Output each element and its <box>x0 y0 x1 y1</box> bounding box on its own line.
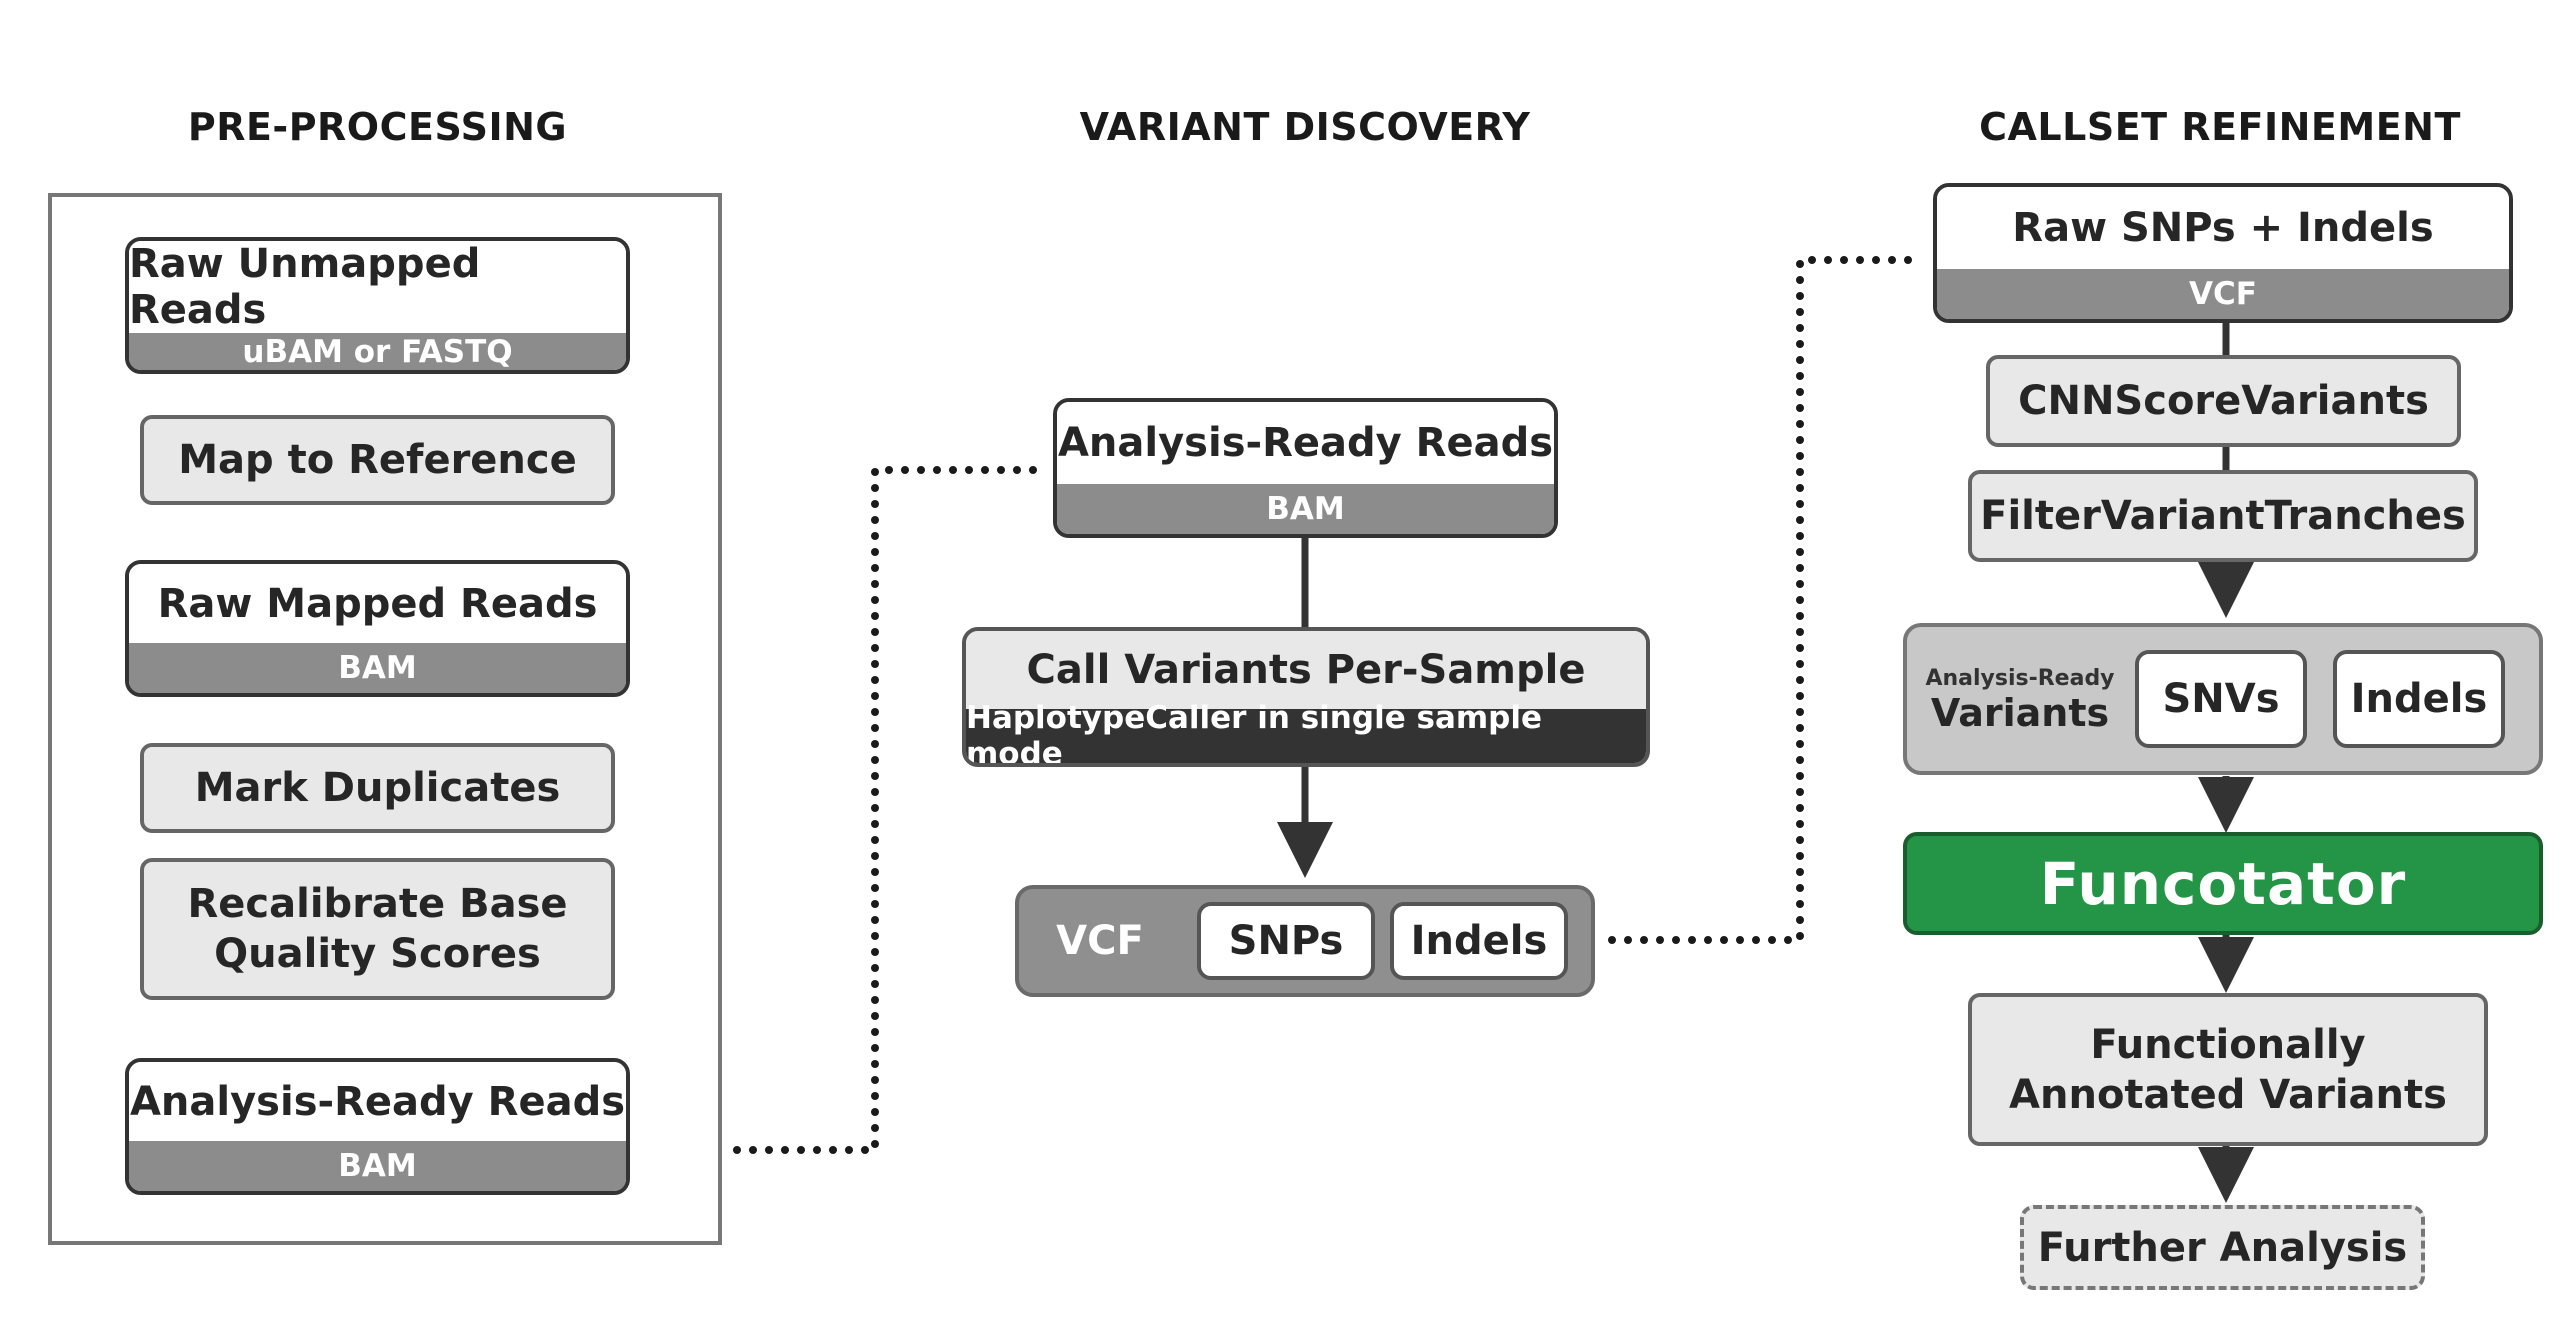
call-variants-title: Call Variants Per-Sample <box>966 631 1646 709</box>
raw-mapped-reads-format: BAM <box>129 643 626 693</box>
raw-snps-indels-title: Raw SNPs + Indels <box>1937 187 2509 269</box>
header-variant-discovery: VARIANT DISCOVERY <box>1079 105 1531 149</box>
raw-mapped-reads-node: Raw Mapped Reads BAM <box>125 560 630 697</box>
recalibrate-line2: Quality Scores <box>214 931 541 977</box>
discovery-analysis-ready-reads-title: Analysis-Ready Reads <box>1057 402 1554 484</box>
functionally-annotated-line1: Functionally <box>2090 1021 2366 1068</box>
call-variants-subtitle: HaplotypeCaller in single sample mode <box>966 700 1646 763</box>
refinement-indels-pill: Indels <box>2333 650 2505 748</box>
recalibrate-line1: Recalibrate Base <box>187 881 568 927</box>
snps-pill: SNPs <box>1197 902 1375 980</box>
raw-snps-indels-format: VCF <box>1937 269 2509 319</box>
recalibrate-step: Recalibrate Base Quality Scores <box>140 858 615 1000</box>
snvs-pill: SNVs <box>2135 650 2307 748</box>
functionally-annotated-variants-step: Functionally Annotated Variants <box>1968 993 2488 1146</box>
dotted-link-preprocessing-to-discovery <box>733 466 1044 1154</box>
discovery-analysis-ready-reads-node: Analysis-Ready Reads BAM <box>1053 398 1558 538</box>
discovery-analysis-ready-reads-format: BAM <box>1057 484 1554 534</box>
indels-pill: Indels <box>1390 902 1568 980</box>
map-to-reference-step: Map to Reference <box>140 415 615 505</box>
analysis-ready-reads-title: Analysis-Ready Reads <box>129 1062 626 1141</box>
funcotator-step: Funcotator <box>1903 832 2543 935</box>
cnn-score-variants-step: CNNScoreVariants <box>1986 355 2461 447</box>
analysis-ready-reads-format: BAM <box>129 1141 626 1191</box>
filter-variant-tranches-step: FilterVariantTranches <box>1968 470 2478 562</box>
further-analysis-step: Further Analysis <box>2020 1205 2425 1290</box>
dotted-link-discovery-to-refinement <box>1608 256 1919 944</box>
raw-mapped-reads-title: Raw Mapped Reads <box>129 564 626 643</box>
raw-unmapped-reads-title: Raw Unmapped Reads <box>129 241 626 333</box>
functionally-annotated-line2: Annotated Variants <box>2009 1071 2447 1118</box>
header-pre-processing: PRE-PROCESSING <box>187 105 568 149</box>
analysis-ready-small-label: Analysis-Ready <box>1925 665 2115 691</box>
analysis-ready-variants-label: Analysis-Ready Variants <box>1915 655 2125 745</box>
call-variants-node: Call Variants Per-Sample HaplotypeCaller… <box>962 627 1650 767</box>
vcf-label: VCF <box>1056 918 1144 964</box>
analysis-ready-reads-node: Analysis-Ready Reads BAM <box>125 1058 630 1195</box>
raw-snps-indels-node: Raw SNPs + Indels VCF <box>1933 183 2513 323</box>
variants-label: Variants <box>1930 690 2110 735</box>
header-callset-refinement: CALLSET REFINEMENT <box>1979 105 2461 149</box>
raw-unmapped-reads-format: uBAM or FASTQ <box>129 333 626 370</box>
mark-duplicates-step: Mark Duplicates <box>140 743 615 833</box>
raw-unmapped-reads-node: Raw Unmapped Reads uBAM or FASTQ <box>125 237 630 374</box>
